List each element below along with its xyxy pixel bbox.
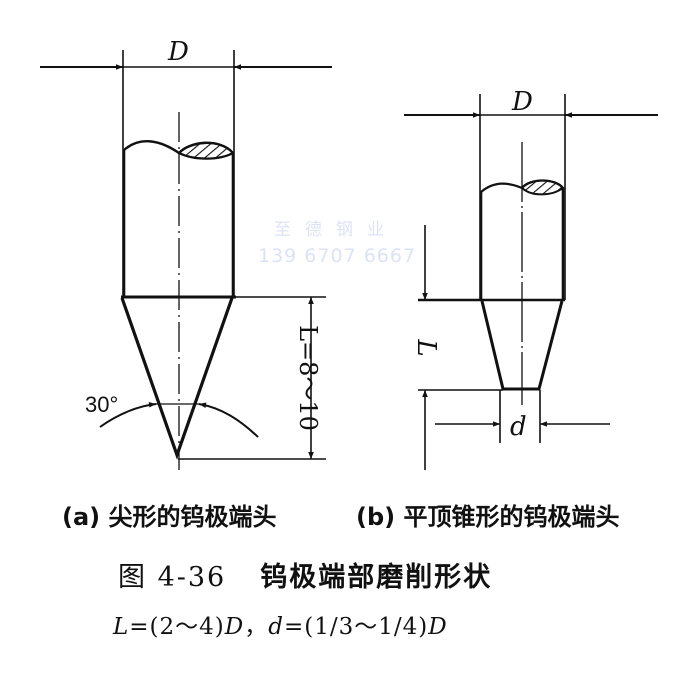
panel-b-tip-diameter-label: d <box>510 412 527 442</box>
panel-b-caption: (b) 平顶锥形的钨极端头 <box>356 503 620 531</box>
formula-d-unit: D <box>428 614 448 640</box>
panel-a-pointed-electrode: D L=8～10 30° <box>40 37 332 470</box>
panel-b-truncated-cone <box>480 300 564 391</box>
panel-b-length-label: L <box>411 338 441 356</box>
figure-title-text: 钨极端部磨削形状 <box>260 562 493 593</box>
panel-b-truncated-cone-electrode: D L d <box>404 87 658 470</box>
watermark-company: 至德钢业 <box>274 220 398 240</box>
figure-number: 图 4-36 <box>118 562 227 593</box>
watermark-phone: 139 6707 6667 <box>258 245 417 267</box>
panel-a-angle-label: 30° <box>85 392 118 417</box>
figure-formula: L=(2～4)D，d=(1/3～1/4)D <box>113 607 448 641</box>
formula-L-unit: D <box>224 614 245 640</box>
panel-a-diameter-label: D <box>167 37 189 67</box>
panel-a-length-label: L=8～10 <box>294 325 322 431</box>
panel-b-section-hatch <box>520 179 565 196</box>
panel-b-diameter-label: D <box>511 87 533 117</box>
formula-d-expr: =(1/3～1/4) <box>283 614 429 640</box>
formula-separator: ， <box>244 614 269 640</box>
panel-a-diameter-dimension: D <box>40 37 332 297</box>
formula-d-symbol: d <box>268 614 284 640</box>
panel-a-section-hatch <box>177 141 235 160</box>
formula-L-symbol: L <box>113 614 130 640</box>
panel-a-caption: (a) 尖形的钨极端头 <box>62 503 277 531</box>
panel-a-cone <box>120 297 234 460</box>
figure-title: 图 4-36 钨极端部磨削形状 <box>118 555 492 594</box>
formula-L-expr: =(2～4) <box>129 614 225 640</box>
